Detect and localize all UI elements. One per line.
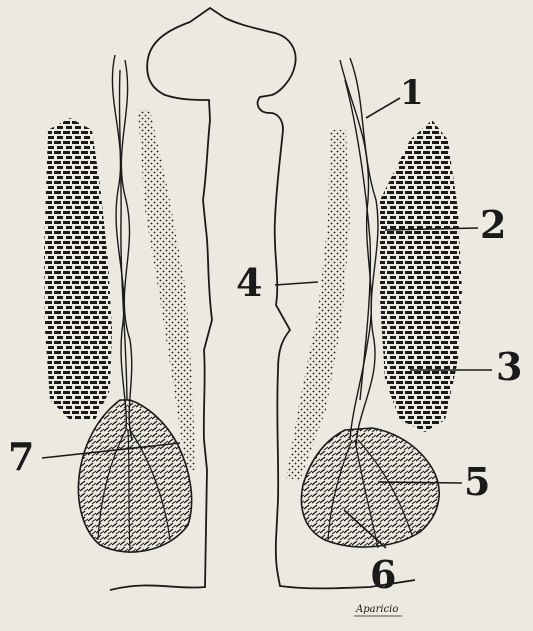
right-dotted-band: [286, 130, 350, 480]
label-4: 4: [236, 260, 262, 305]
left-strand: [112, 55, 132, 440]
signature: Aparicio: [355, 604, 398, 615]
right-muscle-block: [380, 120, 462, 432]
leader-4: [275, 282, 318, 285]
label-2: 2: [480, 202, 506, 247]
left-fiber-bundle: [78, 400, 191, 552]
left-muscle-block: [44, 118, 112, 420]
leader-5: [378, 482, 462, 483]
label-3: 3: [496, 344, 522, 389]
leader-1: [366, 98, 400, 118]
right-fiber-bundle: [301, 428, 439, 547]
label-7: 7: [8, 434, 34, 479]
label-6: 6: [370, 552, 396, 597]
label-1: 1: [400, 73, 424, 113]
label-5: 5: [464, 459, 490, 504]
